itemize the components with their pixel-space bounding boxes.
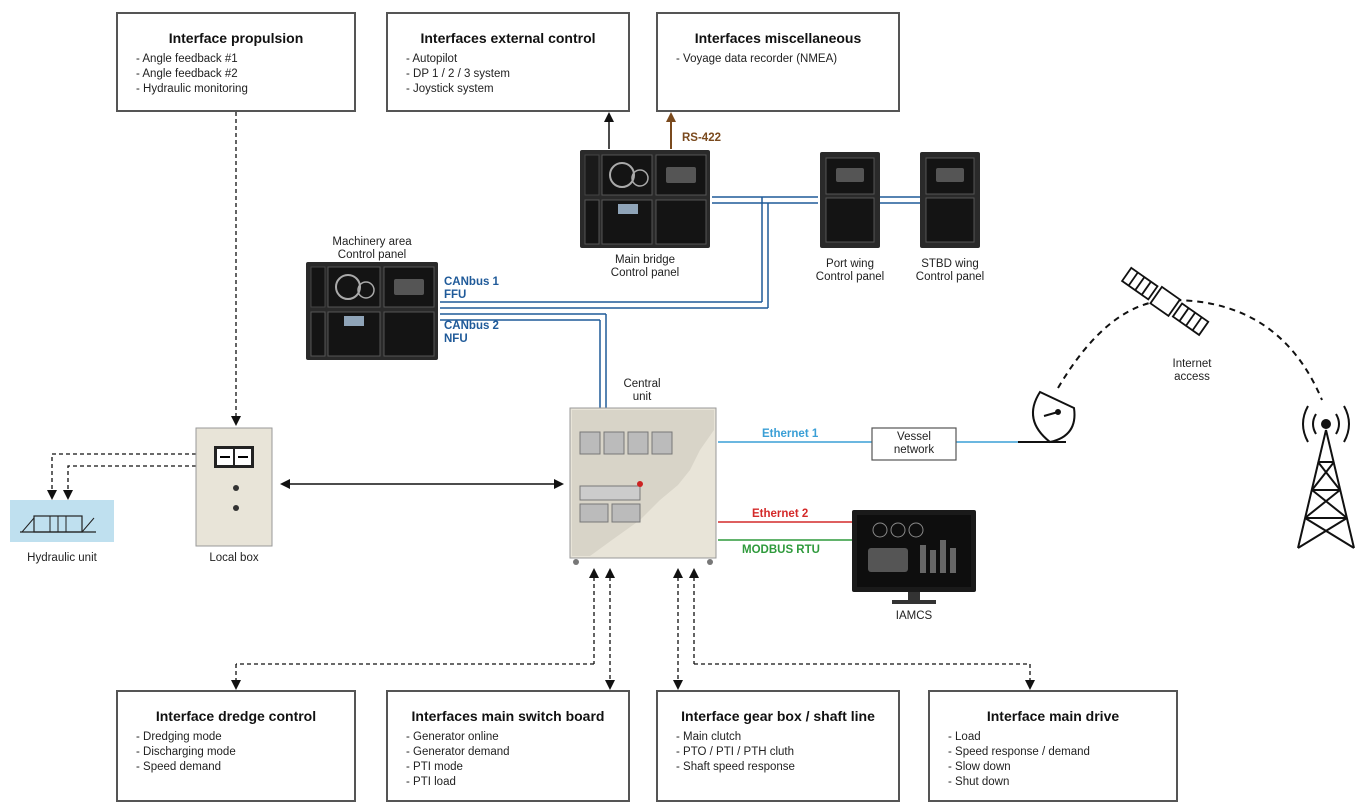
canbus1-label: CANbus 1 FFU <box>444 276 499 302</box>
bottom-dashed-arrows <box>231 568 1035 690</box>
list-item: Autopilot <box>406 52 628 67</box>
box-title: Interfaces miscellaneous <box>694 30 862 46</box>
satellite-icon <box>1120 266 1210 337</box>
list-item: Generator online <box>406 730 628 745</box>
central-unit-cabinet-icon <box>569 407 717 565</box>
ethernet2-label: Ethernet 2 <box>752 508 809 520</box>
machinery-panel-label: Machinery area Control panel <box>306 236 438 262</box>
label-line: NFU <box>444 333 468 345</box>
list-item: Speed response / demand <box>948 745 1176 760</box>
box-title: Interface main drive <box>986 708 1120 724</box>
label-line: FFU <box>444 289 467 301</box>
port-wing-label: Port wing Control panel <box>802 258 898 284</box>
label-line: CANbus 2 <box>444 320 499 332</box>
main-bridge-label: Main bridge Control panel <box>580 254 710 280</box>
label-line: Vessel <box>897 431 931 443</box>
box-title: Interfaces external control <box>420 30 596 46</box>
list-item: Generator demand <box>406 745 628 760</box>
label-line: Control panel <box>610 267 680 279</box>
list-item: Slow down <box>948 760 1176 775</box>
list-item: Main clutch <box>676 730 898 745</box>
interface-external-control-box: Interfaces external control Autopilot DP… <box>386 12 630 112</box>
label-line: Control panel <box>337 249 407 261</box>
satellite-link-arc <box>1057 298 1323 401</box>
monitor-icon <box>852 510 976 604</box>
list-item: Voyage data recorder (NMEA) <box>676 52 898 67</box>
list-item: Shaft speed response <box>676 760 898 775</box>
local-box-icon <box>195 427 273 547</box>
modbus-label: MODBUS RTU <box>742 544 820 556</box>
list-item: Angle feedback #2 <box>136 67 354 82</box>
hydraulic-unit-label: Hydraulic unit <box>27 552 97 564</box>
canbus2-label: CANbus 2 NFU <box>444 320 499 346</box>
stbd-wing-label: STBD wing Control panel <box>902 258 998 284</box>
hydraulic-valve-icon <box>10 500 114 542</box>
satellite-dish-icon <box>1018 390 1076 444</box>
list-item: Load <box>948 730 1176 745</box>
box-title: Interface propulsion <box>168 30 304 46</box>
rs422-label: RS-422 <box>682 132 721 144</box>
machinery-panel-icon <box>306 262 438 360</box>
port-wing-panel-icon <box>820 152 880 248</box>
interface-propulsion-box: Interface propulsion Angle feedback #1 A… <box>116 12 356 112</box>
list-item: Shut down <box>948 775 1176 790</box>
vessel-network-box <box>871 427 957 461</box>
local-box-label: Local box <box>209 552 259 564</box>
list-item: Speed demand <box>136 760 354 775</box>
box-title: Interface dredge control <box>155 708 317 724</box>
canbus-lines <box>440 196 920 410</box>
interface-main-switch-board-box: Interfaces main switch board Generator o… <box>386 690 630 802</box>
hydraulic-dashed-lines <box>47 453 196 500</box>
central-unit-label: Central unit <box>612 378 672 404</box>
interface-miscellaneous-box: Interfaces miscellaneous Voyage data rec… <box>656 12 900 112</box>
label-line: Machinery area <box>332 236 412 248</box>
label-line: Control panel <box>915 271 985 283</box>
box-title: Interface gear box / shaft line <box>681 708 875 724</box>
list-item: Joystick system <box>406 82 628 97</box>
list-item: PTI load <box>406 775 628 790</box>
list-item: Discharging mode <box>136 745 354 760</box>
label-line: Main bridge <box>614 254 676 266</box>
iamcs-label: IAMCS <box>895 610 933 622</box>
list-item: PTO / PTI / PTH cluth <box>676 745 898 760</box>
vessel-network-label: Vessel network <box>872 431 956 457</box>
list-item: DP 1 / 2 / 3 system <box>406 67 628 82</box>
label-line: unit <box>632 391 652 403</box>
box-title: Interfaces main switch board <box>411 708 605 724</box>
label-line: network <box>893 444 935 456</box>
ethernet1-label: Ethernet 1 <box>762 428 819 440</box>
label-line: Central <box>623 378 661 390</box>
interface-dredge-control-box: Interface dredge control Dredging mode D… <box>116 690 356 802</box>
main-bridge-panel-icon <box>580 150 710 248</box>
radio-tower-icon <box>1297 405 1355 549</box>
label-line: STBD wing <box>921 258 979 270</box>
label-line: Control panel <box>815 271 885 283</box>
interface-gear-box-box: Interface gear box / shaft line Main clu… <box>656 690 900 802</box>
label-line: Port wing <box>826 258 874 270</box>
label-line: access <box>1174 371 1210 383</box>
label-line: Internet <box>1172 358 1212 370</box>
list-item: PTI mode <box>406 760 628 775</box>
list-item: Hydraulic monitoring <box>136 82 354 97</box>
list-item: Dredging mode <box>136 730 354 745</box>
interface-main-drive-box: Interface main drive Load Speed response… <box>928 690 1178 802</box>
list-item: Angle feedback #1 <box>136 52 354 67</box>
internet-access-label: Internet access <box>1162 358 1222 384</box>
label-line: CANbus 1 <box>444 276 499 288</box>
stbd-wing-panel-icon <box>920 152 980 248</box>
